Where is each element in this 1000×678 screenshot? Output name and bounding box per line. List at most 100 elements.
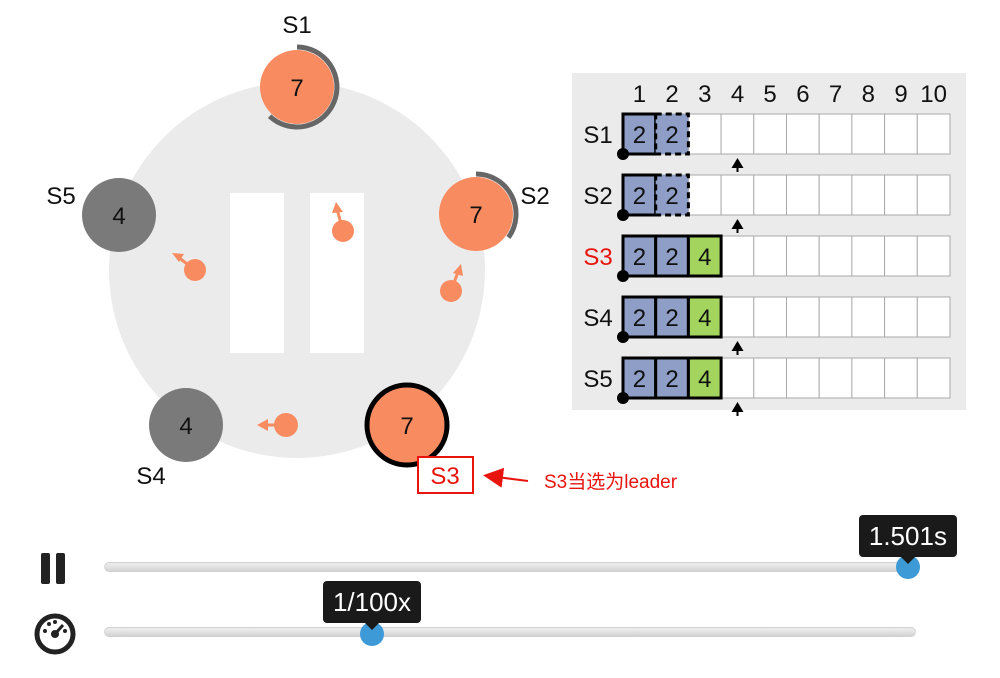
log-cell	[753, 113, 787, 155]
ring-window-right	[310, 193, 364, 353]
log-cell	[720, 235, 755, 277]
log-cell	[916, 113, 951, 155]
message-s1-to-s2	[332, 202, 354, 242]
log-column-header: 2	[665, 81, 678, 108]
pause-button[interactable]	[40, 553, 66, 584]
server-term: 4	[179, 413, 192, 440]
server-term: 7	[290, 75, 303, 102]
log-cell	[720, 296, 755, 338]
speed-button[interactable]	[34, 613, 76, 655]
next-index-arrow	[731, 402, 744, 412]
server-label: S1	[282, 12, 311, 39]
log-entry	[621, 356, 658, 400]
log-cell	[753, 174, 787, 216]
speedometer-icon	[34, 613, 76, 655]
log-entry-term: 2	[633, 122, 646, 149]
commit-index-marker	[617, 270, 629, 282]
log-cell	[720, 174, 755, 216]
next-index-arrow	[731, 341, 744, 351]
log-cell	[818, 296, 853, 338]
log-column-header: 5	[763, 81, 776, 108]
server-term: 7	[469, 202, 482, 229]
log-row-label: S4	[583, 305, 612, 332]
log-cell	[753, 357, 787, 399]
leader-annotation-arrow	[483, 467, 529, 488]
server-s5[interactable]: 4 S5	[46, 178, 156, 252]
server-s3[interactable]: 7	[364, 382, 450, 468]
speed-tooltip: 1/100x	[322, 581, 422, 630]
speed-slider-track[interactable]	[104, 627, 916, 637]
log-entry-term: 2	[665, 122, 678, 149]
log-cell	[786, 174, 820, 216]
log-cell	[851, 113, 886, 155]
log-cell	[786, 296, 820, 338]
log-entry	[621, 112, 658, 156]
server-term: 7	[400, 413, 413, 440]
log-cell	[851, 296, 886, 338]
log-cell	[786, 113, 820, 155]
server-term: 4	[112, 203, 125, 230]
log-entry-term: 4	[698, 366, 711, 393]
server-s1[interactable]: 7 S1	[260, 12, 340, 130]
log-entry-term: 2	[665, 305, 678, 332]
log-entry-term: 4	[698, 305, 711, 332]
log-cell	[851, 174, 886, 216]
log-cell	[884, 296, 918, 338]
log-entry	[654, 234, 690, 278]
server-node	[149, 388, 223, 462]
server-node	[364, 382, 450, 468]
log-cell	[753, 296, 787, 338]
log-cell	[916, 357, 951, 399]
server-label: S2	[520, 183, 549, 210]
message-s2-to-s1	[440, 264, 463, 302]
log-entry	[654, 295, 690, 339]
log-column-header: 9	[894, 81, 907, 108]
log-cell	[818, 113, 853, 155]
time-slider-track[interactable]	[104, 562, 916, 572]
log-entry-term: 4	[698, 244, 711, 271]
server-node	[260, 50, 334, 124]
log-column-header: 7	[829, 81, 842, 108]
log-column-header: 4	[731, 81, 744, 108]
log-cell	[753, 235, 787, 277]
log-entry-term: 2	[633, 305, 646, 332]
log-cell	[786, 235, 820, 277]
server-node	[439, 177, 513, 251]
log-entry	[654, 112, 690, 156]
log-cell	[851, 235, 886, 277]
log-column-header: 8	[862, 81, 875, 108]
log-entry	[686, 234, 723, 278]
log-cell	[884, 235, 918, 277]
log-row-label: S1	[583, 122, 612, 149]
log-cell	[818, 357, 853, 399]
log-column-header: 1	[633, 81, 646, 108]
election-timer-arc	[475, 171, 519, 239]
server-s2[interactable]: 7 S2	[439, 171, 550, 251]
log-cell	[818, 174, 853, 216]
log-entry	[621, 173, 658, 217]
log-cell	[884, 357, 918, 399]
election-timer-arc	[267, 44, 340, 130]
ring-window-left	[230, 193, 284, 353]
time-tooltip: 1.501s	[858, 515, 957, 564]
log-cell	[916, 296, 951, 338]
log-column-header: 3	[698, 81, 711, 108]
log-entry	[686, 356, 723, 400]
log-row-label: S2	[583, 183, 612, 210]
log-entry-term: 2	[633, 244, 646, 271]
log-entry-term: 2	[633, 366, 646, 393]
cluster-ring	[109, 82, 485, 458]
log-entry	[686, 295, 723, 339]
log-cell	[687, 113, 722, 155]
server-s4[interactable]: 4 S4	[136, 388, 223, 490]
commit-index-marker	[617, 331, 629, 343]
